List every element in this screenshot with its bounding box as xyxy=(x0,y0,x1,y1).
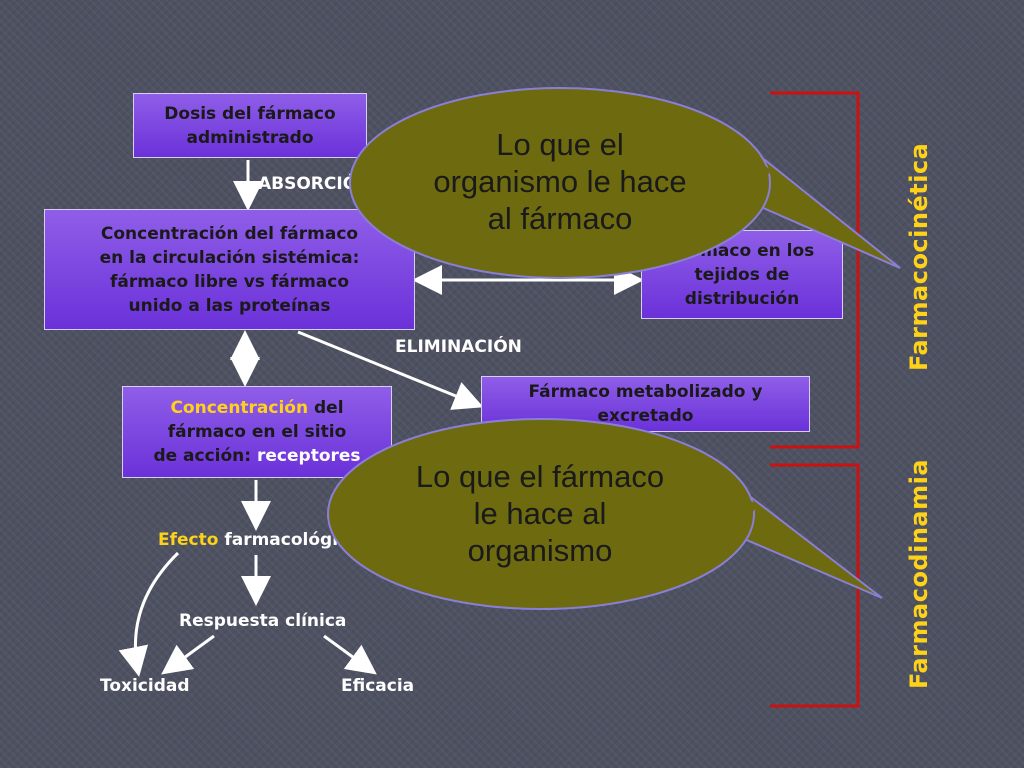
elimination-arrow xyxy=(297,330,484,410)
bubble-top-line-2: organismo le hace xyxy=(433,164,687,199)
farmacodinamia-title: Farmacodinamia xyxy=(905,458,933,689)
metabolized-line-2: excretado xyxy=(597,406,694,426)
systemic-line-1: Concentración del fármaco xyxy=(100,223,359,244)
tissue-line-3: distribución xyxy=(684,288,800,309)
eficacia-label: Eficacia xyxy=(341,676,415,696)
speech-bubble-top xyxy=(349,87,901,279)
curved-toxicity-arrow xyxy=(118,551,180,677)
absorcion-label: ABSORCIÓN xyxy=(258,174,372,194)
site-line-2: fármaco en el sitio xyxy=(167,422,347,442)
systemic-line-3: fármaco libre vs fármaco xyxy=(109,271,350,292)
toxicidad-label: Toxicidad xyxy=(100,676,190,696)
systemic-line-4: unido a las proteínas xyxy=(128,295,331,316)
bubble-bottom-line-3: organismo xyxy=(467,533,613,568)
toxicity-arrow xyxy=(161,634,215,675)
site-line-1: Concentración del xyxy=(170,398,344,418)
bubble-bottom-text: Lo que el fármaco le hace al organismo xyxy=(360,458,720,569)
farmacocinetica-title: Farmacocinética xyxy=(905,142,933,371)
dose-box: Dosis del fármaco administrado xyxy=(133,93,367,158)
site-line-3: de acción: receptores xyxy=(153,446,361,466)
systemic-line-2: en la circulación sistémica: xyxy=(99,247,360,268)
bubble-top-text: Lo que el organismo le hace al fármaco xyxy=(380,126,740,237)
tissue-line-2: tejidos de xyxy=(694,264,790,285)
respuesta-label: Respuesta clínica xyxy=(179,611,347,631)
efecto-label: Efecto farmacológico xyxy=(158,530,360,550)
tissue-distribution-box: Fármaco en los tejidos de distribución xyxy=(641,230,843,319)
action-site-box: Concentración del fármaco en el sitio de… xyxy=(122,386,392,478)
efficacy-arrow xyxy=(323,634,377,675)
bubble-bottom-line-2: le hace al xyxy=(473,496,607,531)
dose-line-2: administrado xyxy=(186,127,314,148)
metabolized-line-1: Fármaco metabolizado y xyxy=(528,382,763,402)
bracket-farmacocinetica xyxy=(770,91,860,449)
eliminacion-label: ELIMINACIÓN xyxy=(395,337,522,357)
bubble-top-line-1: Lo que el xyxy=(496,127,624,162)
bubble-top-line-3: al fármaco xyxy=(487,201,633,236)
bubble-bottom-line-1: Lo que el fármaco xyxy=(415,459,665,494)
dose-line-1: Dosis del fármaco xyxy=(164,103,336,124)
speech-bubble-bottom xyxy=(327,418,883,610)
systemic-concentration-box: Concentración del fármaco en la circulac… xyxy=(44,209,415,330)
